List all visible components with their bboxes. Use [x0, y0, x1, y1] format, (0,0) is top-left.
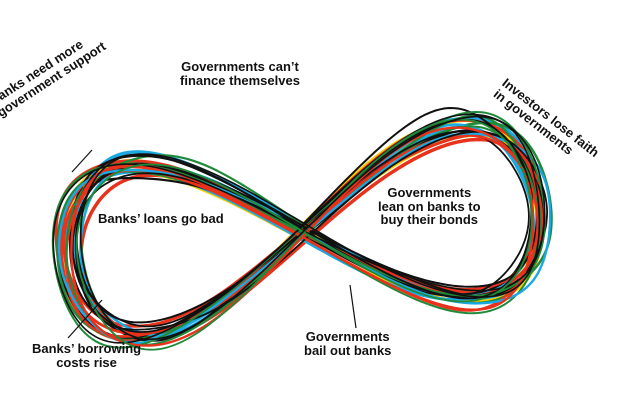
label-governments-lean-on-banks-line3: buy their bonds [380, 212, 479, 228]
label-banks-loans-go-bad-line1: Banks’ loans go bad [98, 211, 224, 226]
label-banks-loans-go-bad: Banks’ loans go bad [98, 212, 224, 226]
loop-stroke [52, 113, 546, 344]
loop-stroke [79, 115, 541, 340]
label-governments-lean-on-banks: Governments lean on banks to buy their b… [378, 186, 481, 227]
label-governments-lean-on-banks-line1: Governments [387, 185, 472, 200]
label-banks-borrowing-costs-line2: costs rise [56, 354, 117, 370]
label-banks-borrowing-costs: Banks’ borrowing costs rise [32, 342, 141, 369]
label-governments-cant-finance-line2: finance themselves [180, 72, 300, 88]
label-governments-cant-finance-line1: Governments can’t [181, 59, 299, 74]
label-governments-bail-out-line2: bail out banks [304, 342, 392, 358]
label-governments-cant-finance: Governments can’t finance themselves [180, 60, 300, 87]
label-banks-borrowing-costs-line1: Banks’ borrowing [32, 341, 142, 356]
loop-stroke [70, 126, 535, 347]
label-governments-bail-out: Governments bail out banks [304, 330, 391, 357]
label-governments-lean-on-banks-line2: lean on banks to [378, 198, 481, 214]
label-governments-bail-out-line1: Governments [305, 329, 390, 344]
